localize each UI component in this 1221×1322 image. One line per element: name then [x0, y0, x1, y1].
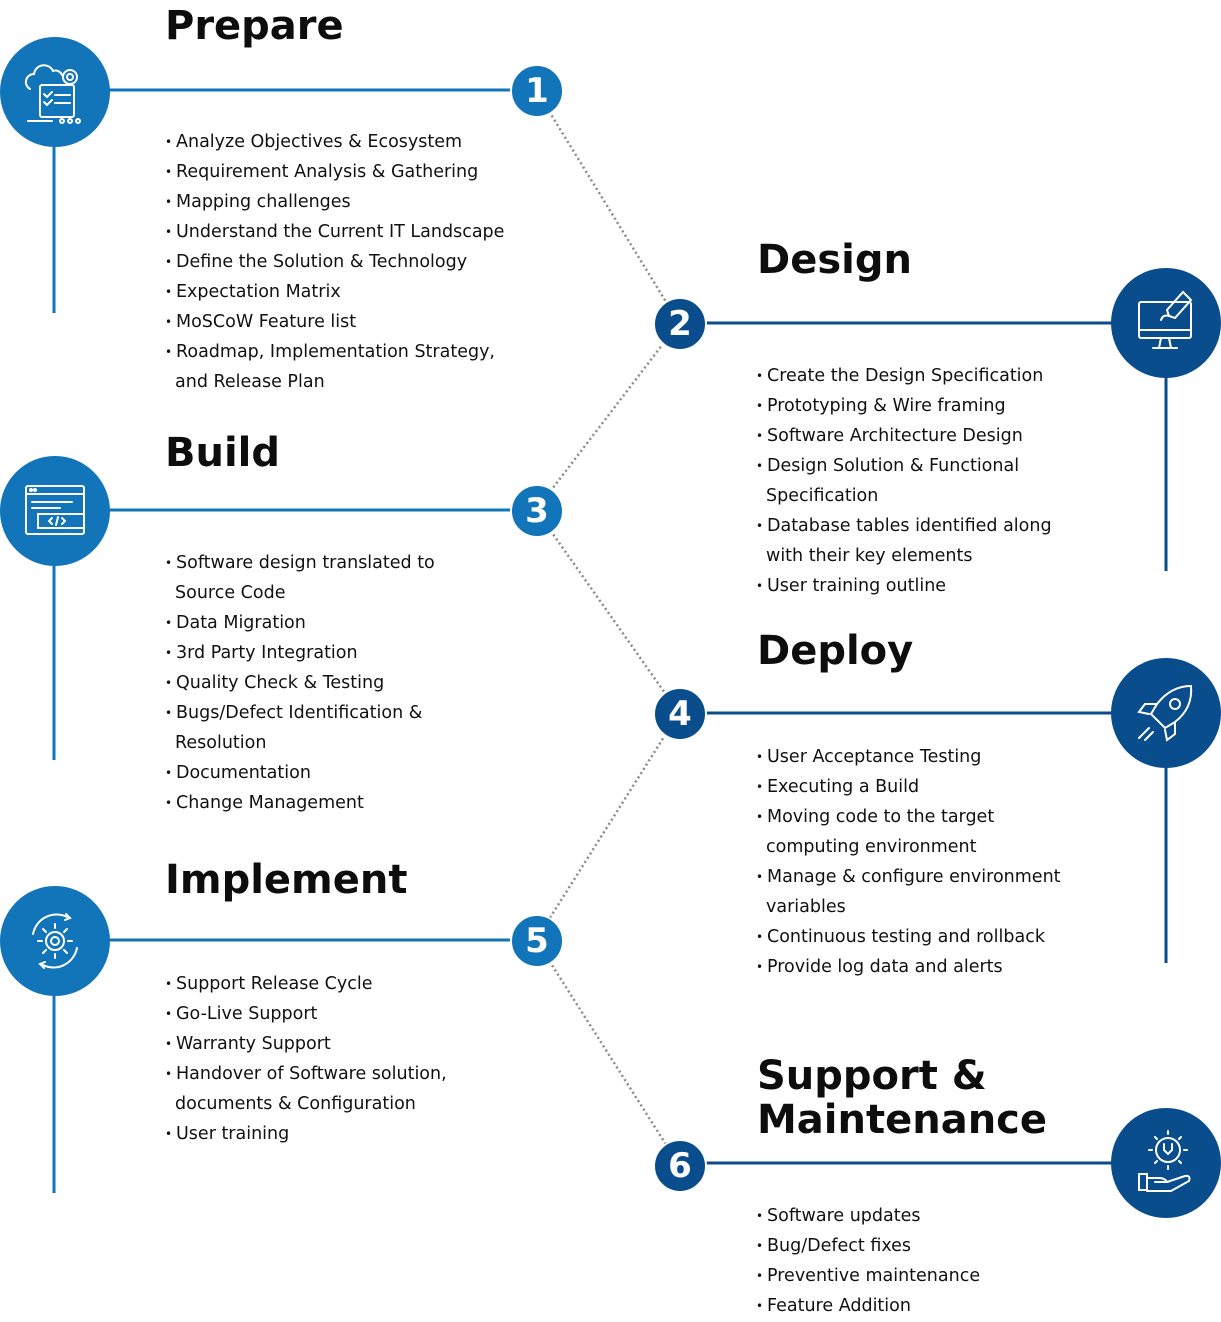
list-item: Analyze Objectives & Ecosystem: [165, 127, 504, 157]
list-item: Change Management: [165, 788, 435, 818]
list-item-continuation: computing environment: [766, 837, 977, 857]
list-item-continuation: and Release Plan: [175, 372, 325, 392]
list-item: Software design translated to: [165, 548, 435, 578]
cloud-gear-checklist-icon: [0, 37, 110, 147]
list-item: Executing a Build: [756, 772, 1061, 802]
list-item: Quality Check & Testing: [165, 668, 435, 698]
list-item: Prototyping & Wire framing: [756, 391, 1052, 421]
step-6-bullet-list: Software updates Bug/Defect fixes Preven…: [756, 1201, 980, 1321]
step-2-icon-circle: [1111, 268, 1221, 378]
list-item: Create the Design Specification: [756, 361, 1052, 391]
step-1-bullet-list: Analyze Objectives & Ecosystem Requireme…: [165, 127, 504, 397]
step-3-number-badge: 3: [510, 484, 564, 538]
step-1-number-badge: 1: [510, 64, 564, 118]
list-item: Expectation Matrix: [165, 277, 504, 307]
step-3-bullet-list: Software design translated to Source Cod…: [165, 548, 435, 818]
list-item: Continuous testing and rollback: [756, 922, 1061, 952]
list-item: User training outline: [756, 571, 1052, 601]
list-item: Bug/Defect fixes: [756, 1231, 980, 1261]
list-item: Software Architecture Design: [756, 421, 1052, 451]
step-4-title: Deploy: [757, 628, 914, 674]
step-1-title: Prepare: [165, 3, 344, 49]
list-item: Design Solution & Functional: [756, 451, 1052, 481]
list-item: Roadmap, Implementation Strategy,: [165, 337, 504, 367]
step-4-bullet-list: User Acceptance Testing Executing a Buil…: [756, 742, 1061, 982]
list-item: Requirement Analysis & Gathering: [165, 157, 504, 187]
step-5-icon-circle: [0, 886, 110, 996]
step-4-icon-circle: [1111, 658, 1221, 768]
list-item-continuation: with their key elements: [766, 546, 973, 566]
gear-cycle-icon: [0, 886, 110, 996]
step-3-icon-circle: [0, 456, 110, 566]
step-5-number-badge: 5: [510, 914, 564, 968]
step-4-number-badge: 4: [653, 687, 707, 741]
list-item: User Acceptance Testing: [756, 742, 1061, 772]
list-item: Go-Live Support: [165, 999, 447, 1029]
list-item: Software updates: [756, 1201, 980, 1231]
list-item: Understand the Current IT Landscape: [165, 217, 504, 247]
list-item: Warranty Support: [165, 1029, 447, 1059]
gear-hand-icon: [1111, 1108, 1221, 1218]
list-item: Define the Solution & Technology: [165, 247, 504, 277]
step-5-bullet-list: Support Release Cycle Go-Live Support Wa…: [165, 969, 447, 1149]
list-item: Preventive maintenance: [756, 1261, 980, 1291]
list-item-continuation: Resolution: [175, 733, 267, 753]
list-item: Database tables identified along: [756, 511, 1052, 541]
list-item: Moving code to the target: [756, 802, 1061, 832]
list-item: Handover of Software solution,: [165, 1059, 447, 1089]
step-6-icon-circle: [1111, 1108, 1221, 1218]
list-item: 3rd Party Integration: [165, 638, 435, 668]
list-item: Feature Addition: [756, 1291, 980, 1321]
list-item: Documentation: [165, 758, 435, 788]
step-6-title-line-1: Support &: [757, 1053, 987, 1099]
list-item: Mapping challenges: [165, 187, 504, 217]
step-6-number-badge: 6: [653, 1139, 707, 1193]
list-item: Support Release Cycle: [165, 969, 447, 999]
step-6-title-line-2: Maintenance: [757, 1097, 1048, 1143]
code-window-icon: [0, 456, 110, 566]
list-item: MoSCoW Feature list: [165, 307, 504, 337]
list-item: Provide log data and alerts: [756, 952, 1061, 982]
step-1-icon-circle: [0, 37, 110, 147]
list-item: User training: [165, 1119, 447, 1149]
step-3-title: Build: [165, 430, 281, 476]
monitor-brush-icon: [1111, 268, 1221, 378]
step-5-title: Implement: [165, 857, 408, 903]
rocket-icon: [1111, 658, 1221, 768]
step-6-title: Support & Maintenance: [757, 1054, 1047, 1142]
step-2-number-badge: 2: [653, 297, 707, 351]
list-item: Bugs/Defect Identification &: [165, 698, 435, 728]
list-item: Data Migration: [165, 608, 435, 638]
list-item-continuation: documents & Configuration: [175, 1094, 416, 1114]
step-2-title: Design: [757, 237, 912, 283]
list-item-continuation: Specification: [766, 486, 879, 506]
list-item-continuation: Source Code: [175, 583, 286, 603]
list-item: Manage & configure environment: [756, 862, 1061, 892]
step-2-bullet-list: Create the Design Specification Prototyp…: [756, 361, 1052, 601]
list-item-continuation: variables: [766, 897, 846, 917]
